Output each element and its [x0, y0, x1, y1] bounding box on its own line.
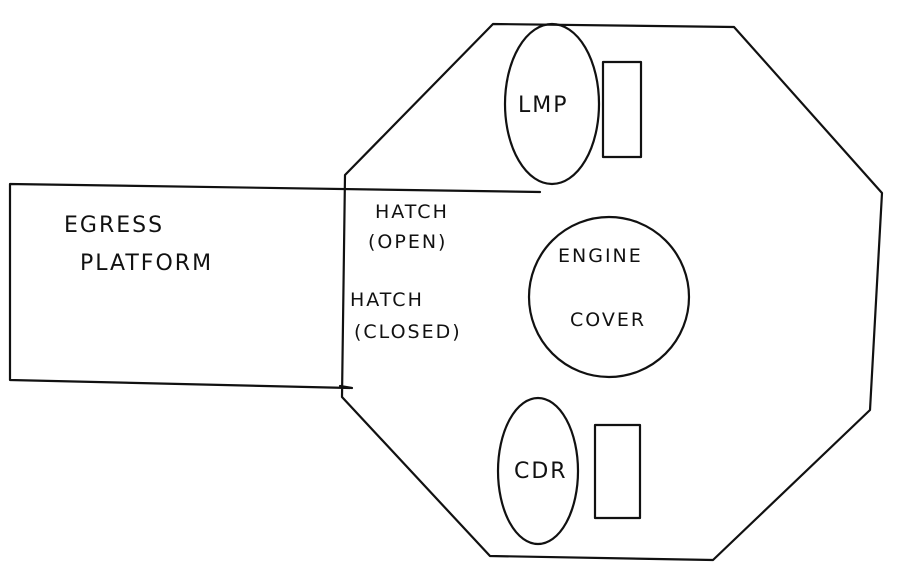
engine-cover: [527, 215, 691, 379]
hatch-closed-label: HATCH: [350, 289, 424, 311]
cdr-console: [593, 423, 642, 520]
hatch-closed-mark: [338, 384, 354, 390]
lmp-console: [601, 60, 643, 159]
egress-label: EGRESS: [64, 213, 164, 238]
hatch-closed-state: (CLOSED): [354, 321, 462, 343]
cdr-position: [496, 396, 580, 546]
platform-label: PLATFORM: [80, 251, 213, 276]
engine-label: ENGINE: [558, 245, 643, 267]
cover-label: COVER: [570, 309, 646, 331]
cdr-label: CDR: [514, 459, 568, 484]
egress-platform: [8, 182, 542, 390]
cabin-octagon: [340, 22, 884, 562]
lmp-position: [503, 22, 601, 186]
lmp-label: LMP: [518, 93, 569, 118]
hatch-open-label: HATCH: [375, 201, 449, 223]
hatch-open-state: (OPEN): [368, 231, 447, 253]
